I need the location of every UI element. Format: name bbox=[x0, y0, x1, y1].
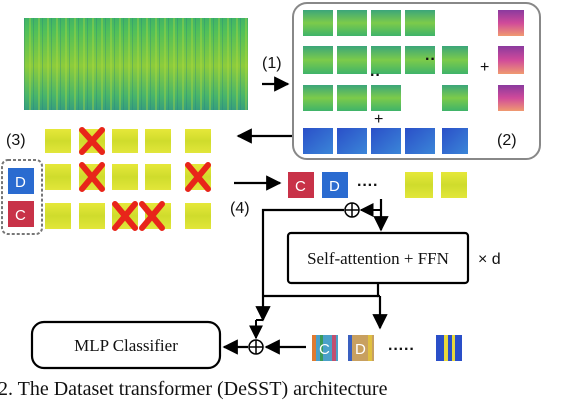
output-token-sequence bbox=[312, 335, 462, 361]
times-d-label: × d bbox=[478, 251, 501, 268]
step1-label: (1) bbox=[262, 55, 282, 72]
c-token-left bbox=[8, 201, 34, 227]
add-operator-bottom bbox=[248, 339, 264, 355]
d-token-left bbox=[8, 168, 34, 194]
svg-text:D: D bbox=[329, 178, 340, 195]
plus-sign-1: + bbox=[480, 59, 489, 76]
svg-text:C: C bbox=[15, 207, 26, 224]
svg-text:··: ·· bbox=[425, 51, 436, 68]
step3-label: (3) bbox=[6, 132, 26, 149]
dataset-token-box bbox=[1, 159, 43, 235]
svg-text:··: ·· bbox=[370, 67, 381, 84]
step4-label: (4) bbox=[230, 200, 250, 217]
positional-embedding-loop bbox=[261, 208, 344, 296]
transformer-output-line bbox=[376, 283, 380, 298]
spectrogram-image bbox=[24, 18, 248, 110]
mask-cross-icons bbox=[79, 127, 211, 231]
svg-text:C: C bbox=[319, 341, 330, 358]
mlp-classifier-label: MLP Classifier bbox=[74, 336, 178, 355]
output-ellipsis: ····· bbox=[388, 341, 415, 358]
step2-label: (2) bbox=[497, 132, 517, 149]
svg-text:D: D bbox=[15, 174, 26, 191]
figure-caption: 2. The Dataset transformer (DeSST) archi… bbox=[0, 378, 388, 400]
transformer-label: Self-attention + FFN bbox=[307, 249, 449, 268]
plus-sign-2: + bbox=[374, 111, 383, 128]
token-sequence bbox=[288, 172, 467, 198]
patch-grid: ·· ·· bbox=[303, 10, 524, 154]
token-ellipsis: ···· bbox=[357, 177, 378, 194]
svg-text:D: D bbox=[355, 341, 366, 358]
add-operator-top bbox=[344, 202, 360, 218]
mlp-classifier-box bbox=[30, 320, 222, 370]
patch-grid-panel bbox=[292, 2, 541, 160]
svg-text:C: C bbox=[295, 178, 306, 195]
